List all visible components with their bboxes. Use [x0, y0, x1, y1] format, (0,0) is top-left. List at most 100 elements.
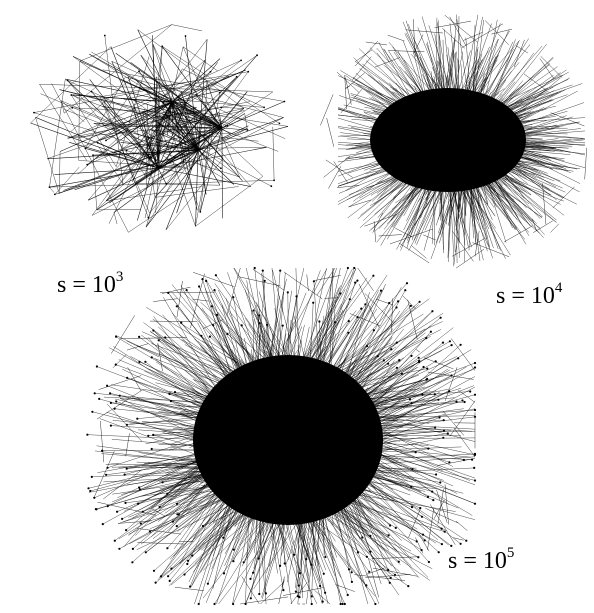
node — [262, 270, 264, 272]
node — [474, 394, 476, 396]
node — [155, 160, 157, 162]
node — [254, 267, 256, 269]
edge — [430, 505, 455, 545]
node — [347, 594, 349, 596]
edge — [325, 298, 339, 299]
edge — [365, 293, 393, 322]
edge — [172, 25, 202, 31]
node — [243, 561, 245, 563]
node — [70, 94, 72, 96]
node — [54, 194, 56, 196]
node — [236, 76, 238, 78]
node — [424, 539, 426, 541]
node — [121, 518, 123, 520]
edge — [121, 337, 187, 338]
node — [114, 540, 116, 542]
node — [131, 561, 133, 563]
node — [439, 481, 441, 483]
node — [366, 556, 368, 558]
node — [118, 548, 120, 550]
node — [340, 603, 342, 605]
node — [232, 296, 234, 298]
node — [124, 502, 126, 504]
node — [428, 561, 430, 563]
node — [91, 476, 93, 478]
node — [474, 479, 476, 481]
node — [441, 528, 443, 530]
node — [319, 585, 321, 587]
node — [372, 275, 374, 277]
node — [232, 560, 234, 562]
node — [155, 582, 157, 584]
node — [153, 570, 155, 572]
node — [144, 361, 146, 363]
node — [213, 603, 215, 605]
node — [324, 556, 326, 558]
node — [152, 329, 154, 331]
node — [469, 390, 471, 392]
edge — [240, 597, 288, 604]
node — [149, 530, 151, 532]
node — [151, 448, 153, 450]
dense-core — [370, 88, 526, 192]
node — [415, 451, 417, 453]
edge — [585, 148, 587, 180]
node — [233, 549, 235, 551]
edge — [150, 321, 197, 322]
node — [266, 324, 268, 326]
node — [198, 285, 200, 287]
edge — [94, 451, 115, 498]
node — [404, 289, 406, 291]
edge — [423, 235, 436, 240]
edge — [445, 367, 457, 401]
node — [354, 282, 356, 284]
node — [460, 344, 462, 346]
node — [460, 543, 462, 545]
node — [432, 499, 434, 501]
edge — [71, 71, 139, 132]
node — [293, 554, 295, 556]
node — [295, 591, 297, 593]
edge — [109, 133, 154, 224]
node — [119, 395, 121, 397]
edge — [114, 213, 117, 225]
node — [377, 355, 379, 357]
edge — [436, 490, 447, 523]
edge — [166, 159, 223, 230]
node — [418, 357, 420, 359]
node — [263, 107, 265, 109]
node — [165, 183, 167, 185]
node — [351, 571, 353, 573]
node — [284, 562, 286, 564]
node — [176, 513, 178, 515]
node — [427, 496, 429, 498]
node — [374, 603, 376, 605]
node — [273, 179, 275, 181]
node — [95, 508, 97, 510]
node — [437, 399, 439, 401]
dense-core — [193, 355, 383, 525]
node — [311, 603, 313, 605]
node — [96, 365, 98, 367]
node — [186, 289, 188, 291]
node — [279, 270, 281, 272]
node — [441, 543, 443, 545]
node — [176, 305, 178, 307]
node — [140, 522, 142, 524]
edge — [111, 315, 135, 353]
node — [419, 301, 421, 303]
node — [213, 289, 215, 291]
node — [383, 359, 385, 361]
node — [189, 586, 191, 588]
node — [220, 167, 222, 169]
edge — [273, 127, 274, 181]
node — [124, 474, 126, 476]
edge — [221, 107, 244, 108]
edge — [550, 224, 559, 233]
edge — [279, 579, 285, 604]
node — [147, 435, 149, 437]
node — [97, 142, 99, 144]
node — [264, 280, 266, 282]
node — [94, 392, 96, 394]
